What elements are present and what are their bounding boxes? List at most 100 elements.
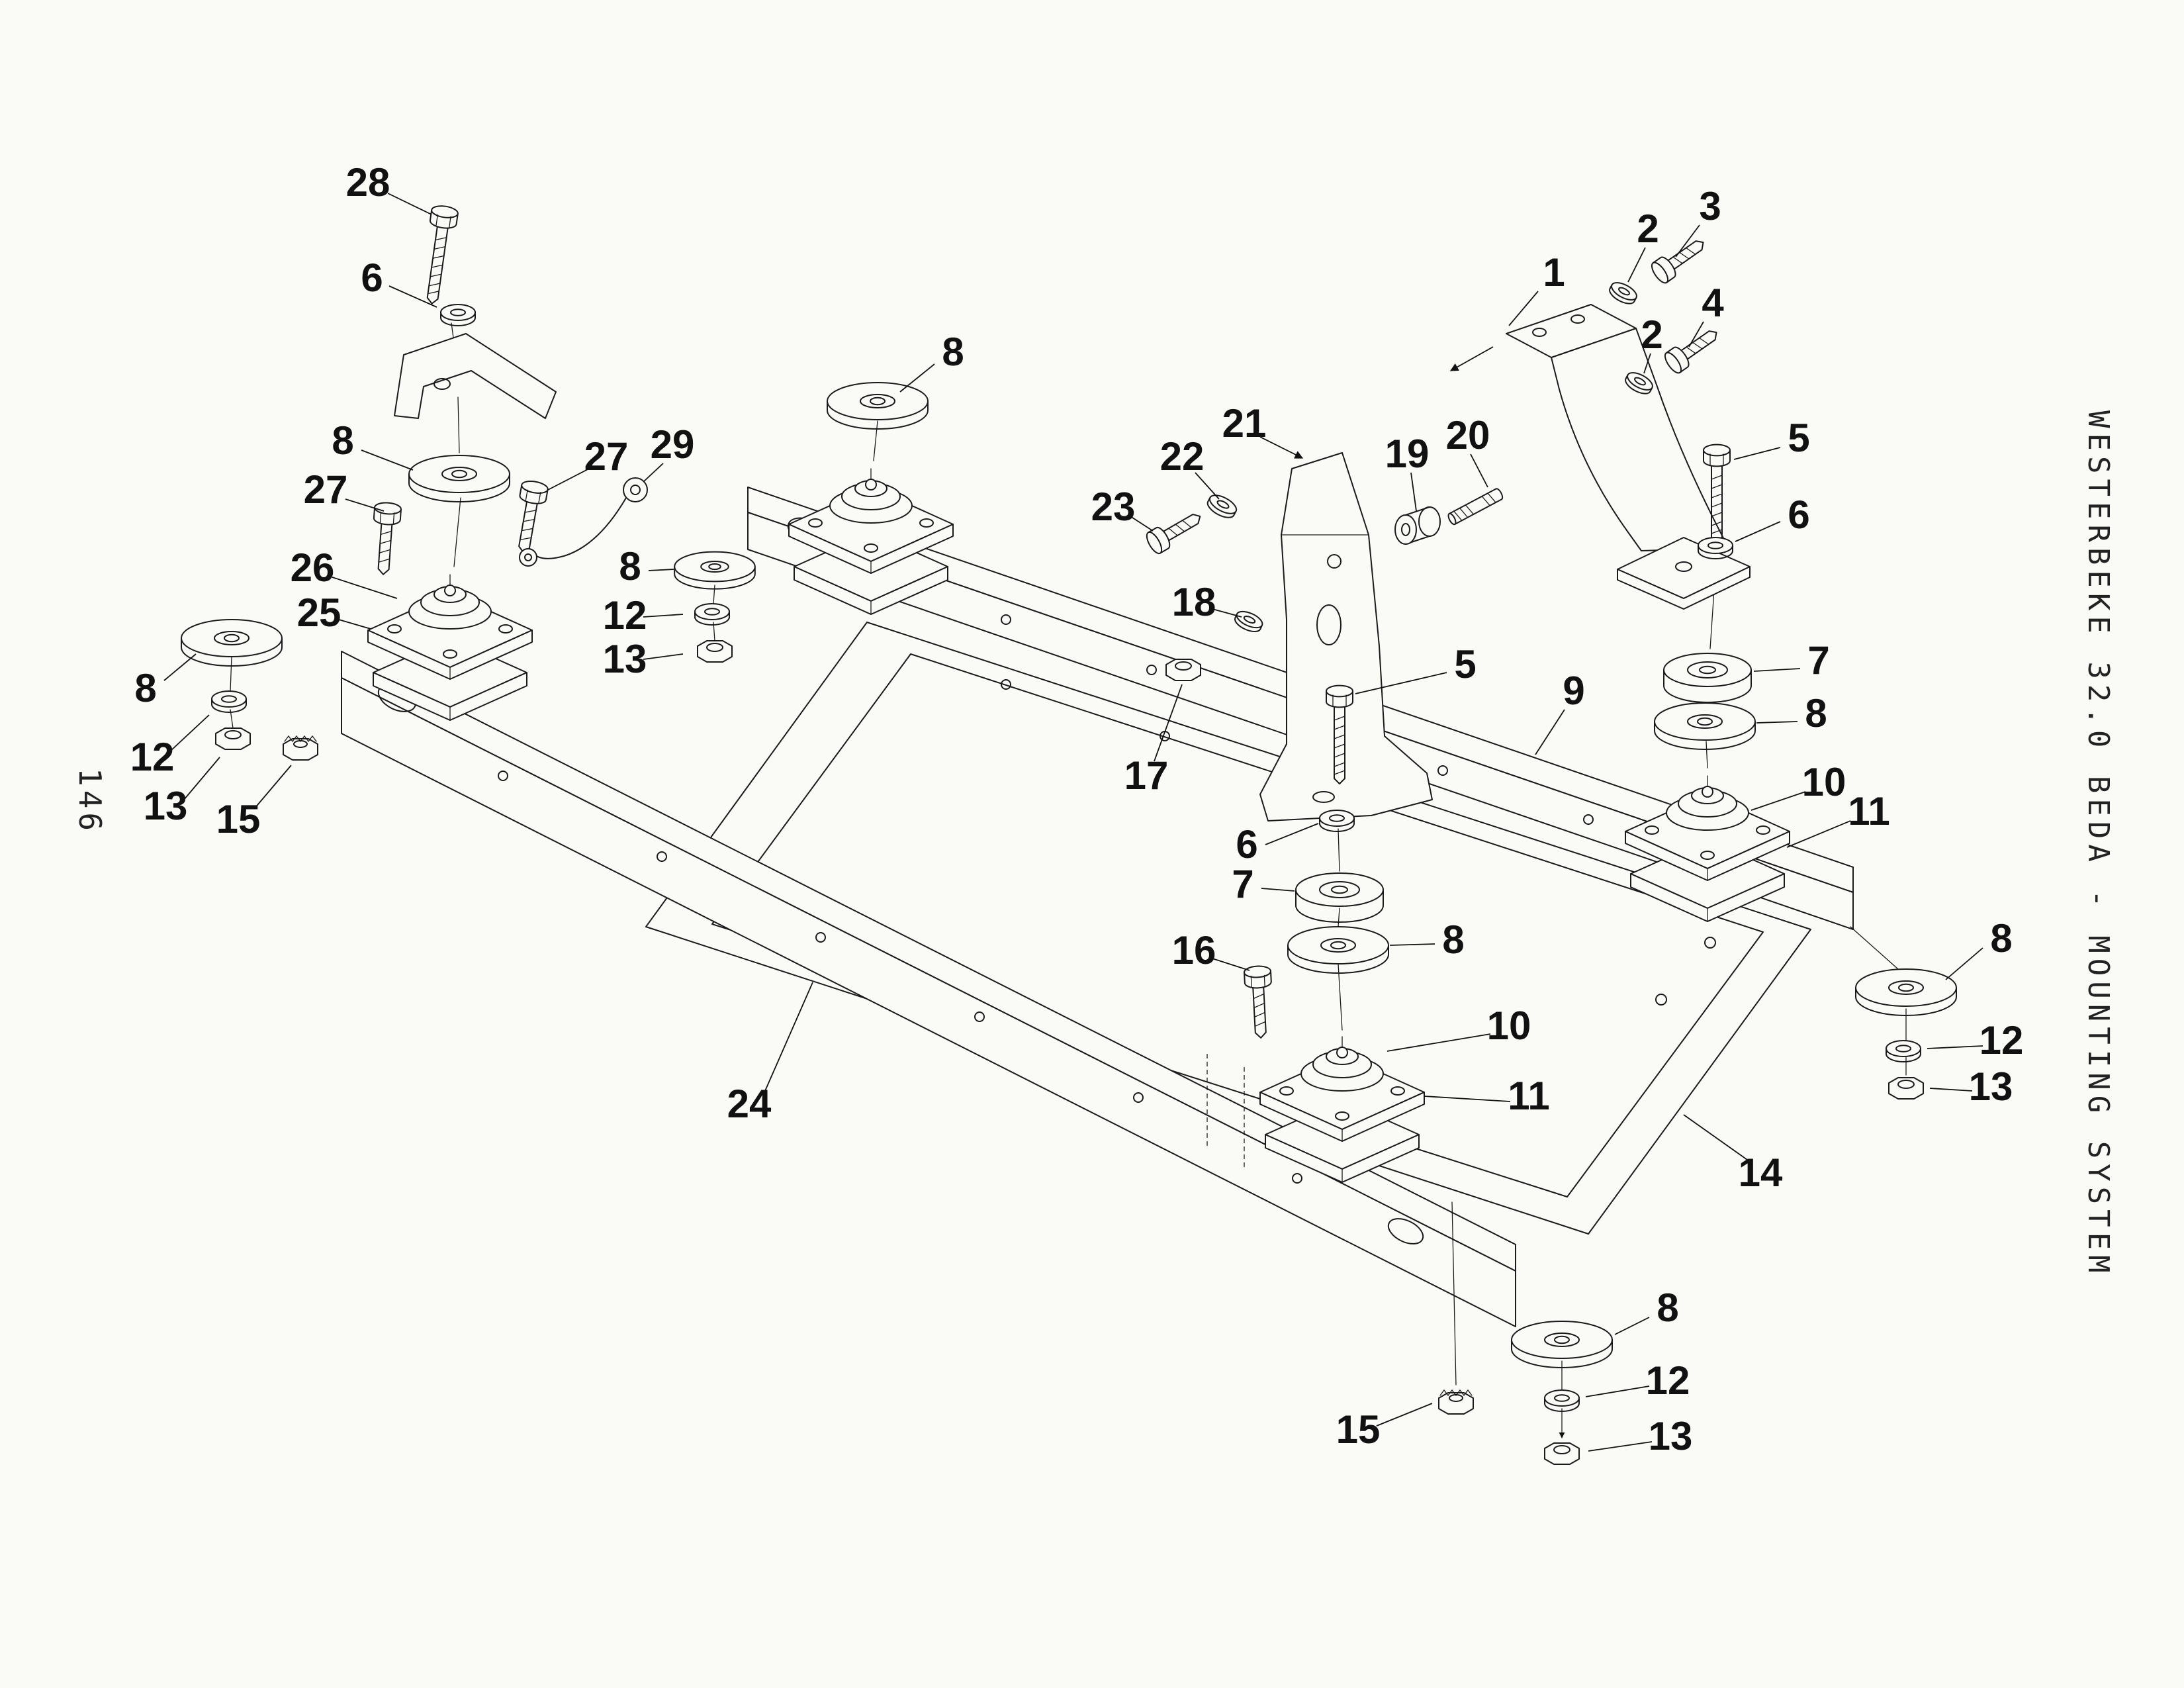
callout-leader-26 bbox=[332, 577, 397, 598]
callout-leader-6 bbox=[1265, 823, 1318, 845]
callout-27: 27 bbox=[584, 434, 629, 479]
callout-23: 23 bbox=[1091, 485, 1136, 529]
callout-leader-8 bbox=[1615, 1317, 1649, 1335]
stud-20-icon bbox=[1447, 488, 1504, 526]
callout-1: 1 bbox=[1543, 250, 1565, 295]
spacer-19-icon bbox=[1394, 506, 1441, 545]
callout-leader-20 bbox=[1471, 454, 1488, 487]
callout-leader-7 bbox=[1754, 669, 1800, 671]
callout-leader-3 bbox=[1676, 225, 1700, 257]
callout-leader-22 bbox=[1195, 473, 1219, 499]
callout-24: 24 bbox=[727, 1082, 772, 1126]
center-bracket-cluster bbox=[1142, 453, 1614, 1466]
callout-15: 15 bbox=[216, 797, 261, 841]
callout-13: 13 bbox=[1649, 1414, 1693, 1458]
nut-13-icon bbox=[1543, 1442, 1580, 1466]
callout-leader-8 bbox=[1946, 948, 1983, 980]
bolt-28-icon bbox=[417, 203, 460, 307]
callout-leader-8 bbox=[164, 654, 196, 680]
washer-12-icon bbox=[1543, 1389, 1580, 1413]
callout-2: 2 bbox=[1637, 207, 1659, 251]
callout-14: 14 bbox=[1739, 1150, 1783, 1195]
washer-12-icon bbox=[694, 602, 731, 626]
callout-2: 2 bbox=[1641, 312, 1662, 357]
callout-leader-13 bbox=[643, 654, 683, 659]
washer-18-icon bbox=[1231, 607, 1266, 636]
callout-leader-23 bbox=[1130, 516, 1153, 531]
callout-leader-11 bbox=[1787, 821, 1850, 847]
bolt-27-icon bbox=[508, 478, 551, 556]
callout-6: 6 bbox=[1788, 492, 1809, 537]
callout-leader-12 bbox=[643, 614, 683, 617]
callout-leader-12 bbox=[171, 715, 209, 751]
callout-leader-17 bbox=[1154, 684, 1182, 761]
locknut-15-icon bbox=[1437, 1389, 1475, 1415]
nut-13-icon bbox=[1888, 1076, 1925, 1100]
front-left-stack bbox=[180, 203, 647, 761]
locknut-15-icon bbox=[282, 735, 319, 761]
callout-8: 8 bbox=[619, 544, 641, 588]
callout-27: 27 bbox=[304, 467, 348, 512]
washer-22-icon bbox=[1203, 490, 1241, 523]
disc-8-icon bbox=[673, 550, 756, 590]
callout-5: 5 bbox=[1454, 642, 1476, 686]
callout-19: 19 bbox=[1385, 432, 1430, 476]
callout-22: 22 bbox=[1160, 434, 1205, 479]
callout-12: 12 bbox=[130, 735, 175, 779]
orientation-arrow bbox=[1449, 347, 1493, 371]
callout-leader-10 bbox=[1387, 1034, 1490, 1051]
callout-leader-6 bbox=[389, 286, 437, 307]
callout-12: 12 bbox=[1646, 1358, 1690, 1403]
callout-leader-27 bbox=[548, 469, 589, 490]
callout-leader-5 bbox=[1355, 673, 1447, 694]
callout-8: 8 bbox=[1805, 691, 1827, 735]
callout-20: 20 bbox=[1446, 413, 1490, 457]
callout-11: 11 bbox=[1508, 1074, 1549, 1118]
callout-13: 13 bbox=[144, 784, 188, 828]
ground-strap bbox=[520, 478, 647, 566]
front-rail bbox=[341, 651, 1516, 1327]
callout-11: 11 bbox=[1848, 789, 1889, 833]
assembly-centerlines bbox=[230, 323, 1906, 1439]
callout-5: 5 bbox=[1788, 416, 1809, 460]
callout-10: 10 bbox=[1487, 1004, 1531, 1048]
callout-10: 10 bbox=[1802, 760, 1846, 804]
callout-leader-2 bbox=[1628, 248, 1645, 282]
callout-13: 13 bbox=[1969, 1064, 2013, 1109]
lifting-bracket bbox=[394, 334, 556, 418]
disc-7-icon bbox=[1662, 652, 1752, 704]
callout-leader-1 bbox=[1509, 291, 1538, 326]
callout-leader-8 bbox=[1390, 944, 1435, 945]
washer-6-icon bbox=[439, 303, 477, 327]
callout-leader-9 bbox=[1535, 710, 1565, 755]
bolt-23-icon bbox=[1142, 504, 1208, 557]
callout-leader-24 bbox=[765, 982, 813, 1091]
callout-leader-2 bbox=[1644, 353, 1651, 373]
callout-leader-14 bbox=[1684, 1115, 1747, 1160]
callout-7: 7 bbox=[1807, 638, 1829, 682]
callout-leader-6 bbox=[1735, 522, 1780, 541]
callout-25: 25 bbox=[297, 590, 341, 635]
callout-9: 9 bbox=[1563, 669, 1584, 713]
bolt-27-icon bbox=[369, 500, 403, 577]
callout-6: 6 bbox=[1236, 822, 1257, 867]
washer-12-icon bbox=[1885, 1039, 1922, 1063]
callout-leader-21 bbox=[1260, 437, 1304, 458]
callout-8: 8 bbox=[1990, 916, 2012, 961]
callout-12: 12 bbox=[1979, 1018, 2024, 1062]
callout-leader-15 bbox=[1377, 1403, 1432, 1426]
bed-pan bbox=[646, 622, 1811, 1234]
nut-17-icon bbox=[1165, 658, 1202, 682]
callout-leader-13 bbox=[184, 757, 220, 800]
center-engine-bracket bbox=[1260, 453, 1432, 821]
callout-leader-5 bbox=[1734, 447, 1780, 459]
disc-8-icon bbox=[408, 454, 511, 503]
callout-18: 18 bbox=[1172, 580, 1216, 624]
callout-8: 8 bbox=[1657, 1286, 1678, 1330]
callout-leader-27 bbox=[345, 499, 384, 511]
callout-17: 17 bbox=[1124, 753, 1169, 798]
callout-7: 7 bbox=[1232, 862, 1253, 906]
